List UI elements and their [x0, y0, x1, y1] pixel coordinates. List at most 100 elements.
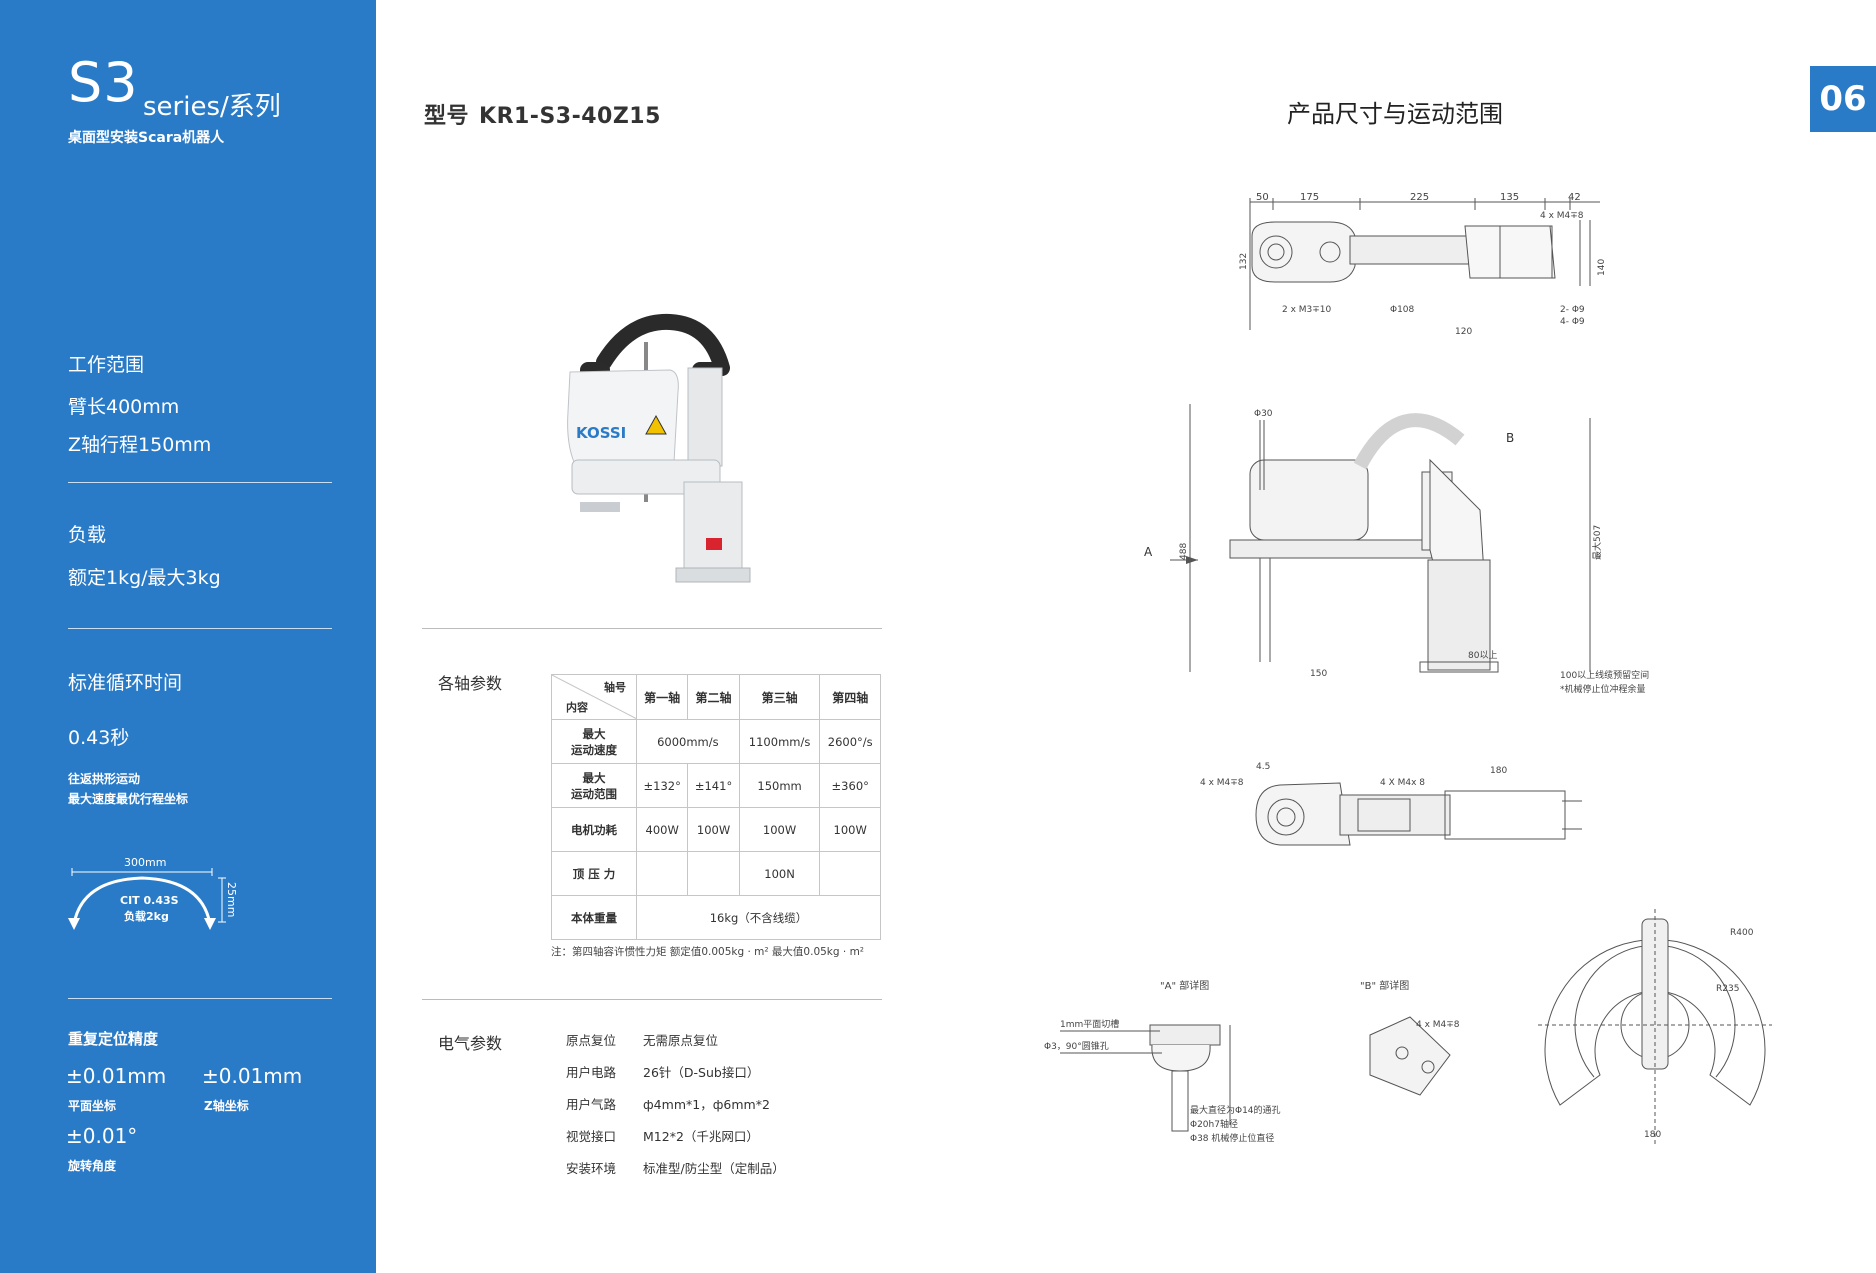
drawing-label: 4.5 — [1256, 762, 1270, 772]
drawing-label: A — [1144, 545, 1153, 559]
table-row: 最大运动范围 ±132° ±141° 150mm ±360° — [551, 763, 881, 808]
list-item: 安装环境标准型/防尘型（定制品） — [566, 1161, 785, 1176]
divider — [68, 998, 332, 999]
drawing-label: 120 — [1455, 327, 1472, 337]
payload-value: 额定1kg/最大3kg — [68, 567, 221, 589]
drawing-label: 175 — [1300, 192, 1319, 203]
divider — [68, 628, 332, 629]
section-divider — [422, 999, 882, 1000]
top-view-drawing: 50 175 225 135 42 4 x M4∓8 2 x M3∓10 Φ10… — [1239, 192, 1607, 337]
table-cell: 6000mm/s — [636, 719, 740, 764]
drawing-label: 4 X M4x 8 — [1380, 778, 1425, 788]
cycle-cit: CIT 0.43S — [120, 894, 179, 907]
side-view-drawing: A B Φ30 488 150 80以上 最大507 100以上线缆预留空间 *… — [1144, 404, 1649, 695]
payload-label: 负载 — [68, 524, 107, 546]
drawing-label: 180 — [1490, 766, 1507, 776]
drawing-label: 180 — [1644, 1130, 1661, 1140]
row-header: 最大运动范围 — [551, 763, 637, 808]
drawing-label: Φ38 机械停止位直径 — [1190, 1132, 1274, 1144]
table-cell: 150mm — [738, 763, 821, 808]
drawing-label: 最大直径为Φ14的通孔 — [1190, 1104, 1281, 1116]
work-range-label: 工作范围 — [68, 354, 145, 376]
motion-envelope-drawing: R400 R235 180 — [1538, 909, 1772, 1145]
detail-b-drawing: "B" 部详图 4 x M4∓8 — [1360, 979, 1460, 1096]
robot-image: KOSSI — [567, 313, 751, 583]
table-cell — [819, 851, 881, 896]
model-name: KR1-S3-40Z15 — [479, 104, 661, 129]
drawing-label: 4- Φ9 — [1560, 317, 1585, 327]
drawing-label: 42 — [1568, 192, 1581, 203]
drawing-label: 100以上线缆预留空间 — [1560, 669, 1649, 681]
table-corner: 轴号 内容 — [551, 674, 637, 720]
cycle-note-1: 往返拱形运动 — [68, 772, 141, 786]
drawing-label: 4 x M4∓8 — [1416, 1020, 1460, 1030]
table-cell: 1100mm/s — [738, 719, 821, 764]
model-prefix: 型号 — [424, 104, 470, 129]
series-main: S3 — [68, 51, 139, 114]
table-cell: 400W — [635, 807, 689, 852]
row-header: 顶 压 力 — [551, 851, 637, 896]
drawing-label: 140 — [1597, 259, 1607, 276]
header-content: 内容 — [566, 701, 588, 714]
rot-precision-value: ±0.01° — [66, 1124, 138, 1148]
rot-precision-label: 旋转角度 — [68, 1159, 117, 1173]
z-precision-label: Z轴坐标 — [204, 1099, 249, 1113]
drawing-label: 4 x M4∓8 — [1540, 211, 1584, 221]
drawing-label: 80以上 — [1468, 650, 1497, 661]
drawing-label: "B" 部详图 — [1360, 979, 1409, 992]
table-cell: ±141° — [687, 763, 740, 808]
column-header: 第一轴 — [635, 674, 689, 720]
row-header: 本体重量 — [551, 895, 637, 940]
header-axis: 轴号 — [604, 681, 626, 694]
table-cell: 16kg（不含线缆） — [636, 895, 881, 940]
drawing-label: Φ30 — [1254, 409, 1273, 419]
drawing-label: 50 — [1256, 192, 1269, 203]
table-row: 本体重量 16kg（不含线缆） — [551, 895, 881, 940]
drawing-label: 最大507 — [1591, 525, 1603, 560]
drawing-label: 132 — [1239, 253, 1249, 270]
inertia-note: 注：第四轴容许惯性力矩 额定值0.005kg · m² 最大值0.05kg · … — [551, 946, 865, 958]
table-cell: 100W — [738, 807, 821, 852]
dimension-title: 产品尺寸与运动范围 — [1287, 100, 1503, 128]
axis-params-table: 轴号 内容 第一轴 第二轴 第三轴 第四轴 最大运动速度 6000mm/s 11… — [551, 674, 881, 940]
drawing-label: 1mm平面切槽 — [1060, 1018, 1119, 1030]
cycle-note-2: 最大速度最优行程坐标 — [68, 792, 189, 806]
drawing-label: R400 — [1730, 928, 1754, 938]
drawing-label: 135 — [1500, 192, 1519, 203]
cycle-diagram: 300mm CIT 0.43S 负载2kg 25mm — [68, 856, 238, 930]
axis-params-label: 各轴参数 — [438, 674, 503, 693]
table-cell — [687, 851, 740, 896]
cycle-height-label: 25mm — [225, 882, 238, 917]
table-cell: ±132° — [635, 763, 689, 808]
row-header: 最大运动速度 — [551, 719, 637, 764]
series-subtitle: 桌面型安装Scara机器人 — [68, 130, 225, 146]
precision-label: 重复定位精度 — [68, 1030, 159, 1048]
table-cell: 100W — [819, 807, 881, 852]
side-panel: S3 series/系列 桌面型安装Scara机器人 工作范围 臂长400mm … — [0, 0, 376, 1273]
table-cell: 100W — [687, 807, 740, 852]
divider — [68, 482, 332, 483]
cycle-value: 0.43秒 — [68, 727, 130, 749]
cycle-label: 标准循环时间 — [68, 672, 183, 694]
column-header: 第四轴 — [819, 674, 881, 720]
table-cell — [635, 851, 689, 896]
list-item: 原点复位无需原点复位 — [566, 1033, 719, 1048]
drawing-label: *机械停止位冲程余量 — [1560, 683, 1646, 695]
drawing-label: "A" 部详图 — [1160, 979, 1209, 992]
section-divider — [422, 628, 882, 629]
table-row: 最大运动速度 6000mm/s 1100mm/s 2600°/s — [551, 719, 881, 764]
cycle-width-label: 300mm — [124, 856, 166, 869]
column-header: 第二轴 — [687, 674, 740, 720]
table-row: 电机功耗 400W 100W 100W 100W — [551, 807, 881, 852]
plane-precision-label: 平面坐标 — [68, 1099, 117, 1113]
table-cell: ±360° — [819, 763, 881, 808]
page-number: 06 — [1810, 66, 1876, 132]
robot-logo: KOSSI — [576, 424, 626, 442]
column-header: 第三轴 — [738, 674, 821, 720]
drawing-label: 4 x M4∓8 — [1200, 778, 1244, 788]
z-stroke-value: Z轴行程150mm — [68, 434, 212, 456]
drawing-label: 488 — [1179, 543, 1189, 560]
electrical-label: 电气参数 — [438, 1034, 503, 1053]
